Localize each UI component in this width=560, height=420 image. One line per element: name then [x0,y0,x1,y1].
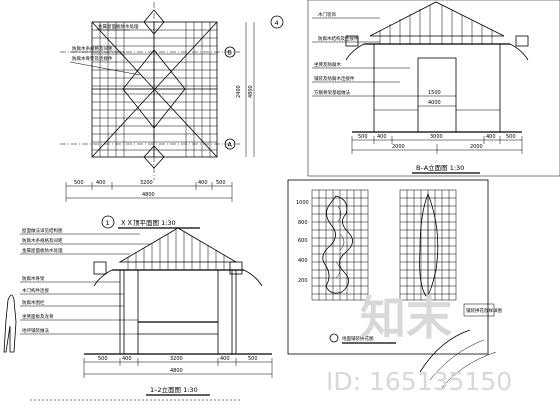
plan-dim-5: 500 [216,180,226,186]
plan-dim-4: 400 [198,180,208,186]
elevation-12: 屋面做法详见结构图 防腐木条规格及间距 金属屋面板防水处理 防腐木骨架 木门构件… [3,227,273,401]
section-mark-4: 4 [275,19,279,27]
e12-dim-4: 400 [220,356,230,362]
plan-dim-1: 500 [74,180,84,186]
plan-note-2: 防腐木条规格及间距 [72,45,113,52]
pattern-detail: 1000 800 600 400 200 地面铺装拼花图 铺装拼花放样详图 [287,179,502,391]
pattern-grid-label-1: 1000 [296,200,309,206]
pattern-grid-label-4: 400 [298,258,308,264]
ba-note-3: 坐凳及防腐木 [314,61,341,68]
e12-note-1: 屋面做法详见结构图 [22,227,63,234]
ba-dim-4: 400 [486,134,496,140]
e12-note-6: 防腐木围栏 [22,299,45,306]
e12-note-8: 地坪铺装做法 [22,327,49,334]
e12-dim-total: 4800 [170,368,183,374]
section-mark-1: 1 [106,219,110,227]
roof-plan [60,2,240,180]
plan-dimensions: 500 400 3200 400 500 4800 2400 4800 [65,22,255,202]
ba-dim-2: 400 [377,134,387,140]
watermark-id: ID: 165135150 [326,367,512,396]
watermark: 知末 ID: 165135150 [326,291,512,396]
e12-note-5: 木门构件连接 [22,287,49,294]
pattern-grid-label-5: 200 [298,278,308,284]
e12-note-4: 防腐木骨架 [22,275,45,282]
ba-dim-3: 3000 [430,134,443,140]
ba-note-2: 防腐木结构及连接件 [318,35,359,42]
ba-dim-inner-2: 4000 [428,100,441,106]
pattern-grid-label-3: 600 [298,238,308,244]
e12-dim-5: 500 [248,356,258,362]
ba-dim-1: 500 [358,134,368,140]
ba-dim-total-left: 2000 [392,144,405,150]
plan-dim-right-2: 4800 [248,85,254,98]
ba-note-4: 铺装及防腐木连接件 [314,75,355,82]
ba-dim-total-right: 2000 [470,144,483,150]
ba-note-5: 方钢骨架基础做法 [314,89,350,96]
watermark-logo: 知末 [360,291,452,345]
ba-dim-5: 500 [506,134,516,140]
e12-caption-text: 1–2立面图 1:30 [150,385,198,394]
axis-a-label: A [228,141,233,149]
e12-note-3: 金属屋面板防水处理 [22,247,63,254]
pattern-grid-label-2: 800 [298,220,308,226]
plan-caption-text: ＸＸ顶平面图 1:30 [120,219,176,227]
ba-caption-text: B–A立面图 1:30 [416,163,464,172]
axis-b-label: B [228,49,232,57]
plan-dim-3: 3200 [140,180,153,186]
e12-dim-3: 3200 [170,356,183,362]
e12-note-7: 坐凳面板及龙骨 [22,313,54,320]
ba-dim-inner-1: 1500 [428,90,441,96]
plan-caption: ＸＸ顶平面图 1:30 [118,219,200,229]
plan-notes: 金属屋面板防水处理 防腐木条规格及间距 防腐木骨架及连接件 [69,23,141,76]
e12-dim-2: 400 [122,356,132,362]
plan-dim-right-1: 2400 [236,85,242,98]
ba-note-1: 木门装饰 [318,11,336,18]
plan-note-1: 金属屋面板防水处理 [98,23,139,30]
elevation-ba: 1500 4000 木门装饰 防腐木结构及连接件 坐凳及防腐木 铺装及防腐木连接… [307,0,560,177]
plan-axis-markers: B A 4 1 [101,15,284,229]
plan-dim-total: 4800 [142,192,155,198]
pattern-note: 铺装拼花放样详图 [466,307,502,314]
e12-dim-1: 500 [98,356,108,362]
e12-note-2: 防腐木条规格及间距 [22,237,63,244]
plan-dim-2: 400 [96,180,106,186]
pattern-caption-text: 地面铺装拼花图 [342,335,374,342]
plan-note-3: 防腐木骨架及连接件 [72,55,113,62]
